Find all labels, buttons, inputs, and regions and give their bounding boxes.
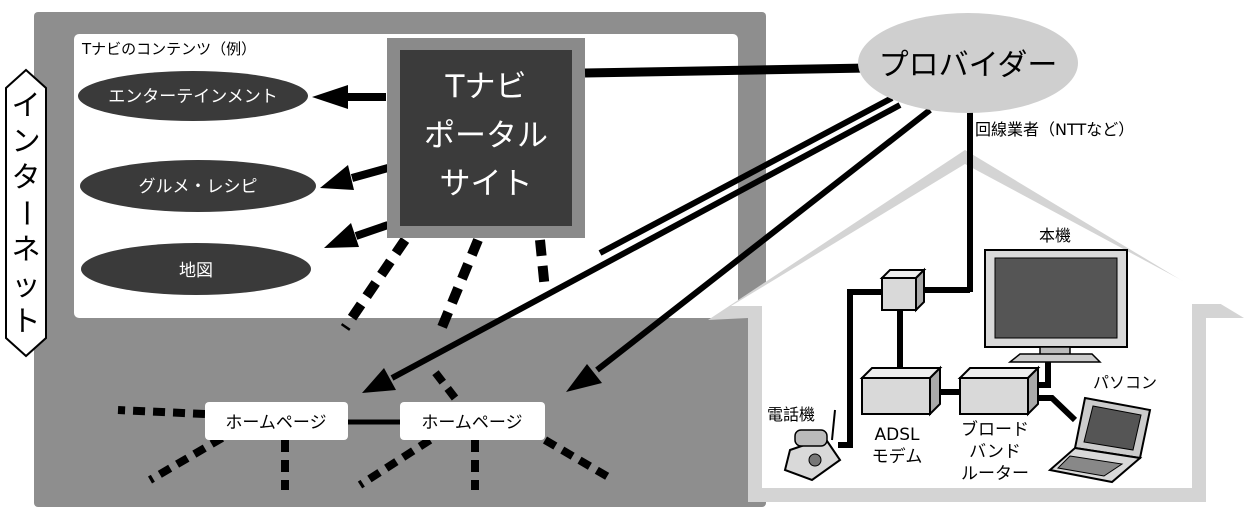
internet-char-7: ト bbox=[11, 304, 40, 338]
portal-provider-link bbox=[584, 63, 869, 78]
provider-label: プロバイダー bbox=[879, 48, 1058, 83]
content-item-entertainment-label: エンターテインメント bbox=[108, 87, 278, 107]
pc-device bbox=[1047, 396, 1152, 484]
carrier-label: 回線業者（NTTなど） bbox=[975, 120, 1134, 139]
portal-line-2: ポータル bbox=[424, 118, 548, 154]
homepage-dashed-links bbox=[117, 369, 613, 490]
internet-char-5: ネ bbox=[11, 232, 40, 266]
portal-line-1: Tナビ bbox=[445, 69, 527, 105]
router-line-3: ルーター bbox=[961, 464, 1029, 484]
contents-panel-title: Tナビのコンテンツ（例） bbox=[81, 40, 256, 58]
adsl-modem-device bbox=[859, 365, 943, 417]
content-item-entertainment: エンターテインメント bbox=[78, 71, 308, 121]
provider-to-homepage-arrows bbox=[362, 102, 932, 393]
provider-node bbox=[858, 13, 1078, 113]
portal-inner bbox=[400, 50, 572, 226]
content-item-gourmet-label: グルメ・レシピ bbox=[139, 177, 258, 197]
splitter-box bbox=[879, 267, 927, 313]
internet-char-3: タ bbox=[11, 160, 40, 194]
internet-label: イ ン タ ー ネ ッ ト bbox=[9, 88, 43, 338]
content-item-map: 地図 bbox=[81, 243, 311, 295]
router-device bbox=[957, 365, 1041, 417]
homepage-box-1: ホームページ bbox=[205, 402, 348, 440]
internet-char-6: ッ bbox=[11, 268, 40, 302]
router-line-1: ブロード bbox=[961, 419, 1029, 440]
pc-label: パソコン bbox=[1093, 373, 1157, 392]
portal-dashed-links bbox=[340, 237, 550, 334]
homepage-box-2-label: ホームページ bbox=[421, 413, 522, 433]
tv-label: 本機 bbox=[1039, 226, 1071, 245]
adsl-modem-line-2: モデム bbox=[872, 446, 923, 467]
portal-to-contents-arrows bbox=[312, 85, 390, 248]
content-item-gourmet: グルメ・レシピ bbox=[80, 160, 316, 212]
provider-to-contents-link bbox=[598, 95, 894, 256]
homepage-box-1-label: ホームページ bbox=[225, 413, 326, 433]
portal-line-3: サイト bbox=[440, 166, 533, 202]
internet-char-4: ー bbox=[9, 198, 43, 227]
homepage-box-2: ホームページ bbox=[400, 402, 545, 440]
content-item-map-label: 地図 bbox=[179, 261, 213, 281]
internet-char-1: イ bbox=[11, 88, 40, 122]
internet-label-frame bbox=[5, 68, 47, 358]
tv-device bbox=[984, 249, 1128, 363]
internet-char-2: ン bbox=[11, 124, 40, 158]
phone-device bbox=[783, 409, 842, 482]
adsl-modem-line-1: ADSL bbox=[875, 425, 921, 445]
phone-label: 電話機 bbox=[767, 405, 815, 424]
router-line-2: バンド bbox=[969, 442, 1021, 462]
